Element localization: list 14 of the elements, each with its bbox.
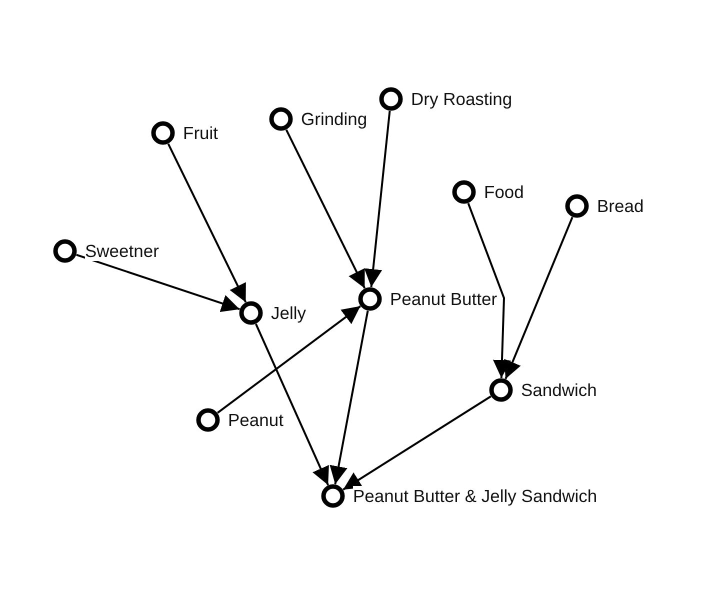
arrow bbox=[330, 310, 369, 484]
node-label: Grinding bbox=[301, 109, 368, 129]
node-label: Jelly bbox=[271, 303, 306, 323]
arrow bbox=[167, 143, 247, 303]
arrow bbox=[285, 129, 366, 289]
node-label: Peanut Butter & Jelly Sandwich bbox=[353, 486, 598, 506]
arrow bbox=[504, 216, 574, 380]
arrow bbox=[76, 254, 240, 312]
node-label: Dry Roasting bbox=[411, 89, 512, 109]
arrow bbox=[342, 396, 492, 490]
arrow bbox=[217, 305, 361, 414]
arrow bbox=[364, 110, 391, 288]
arrow bbox=[255, 324, 329, 486]
arrow bbox=[467, 202, 511, 378]
